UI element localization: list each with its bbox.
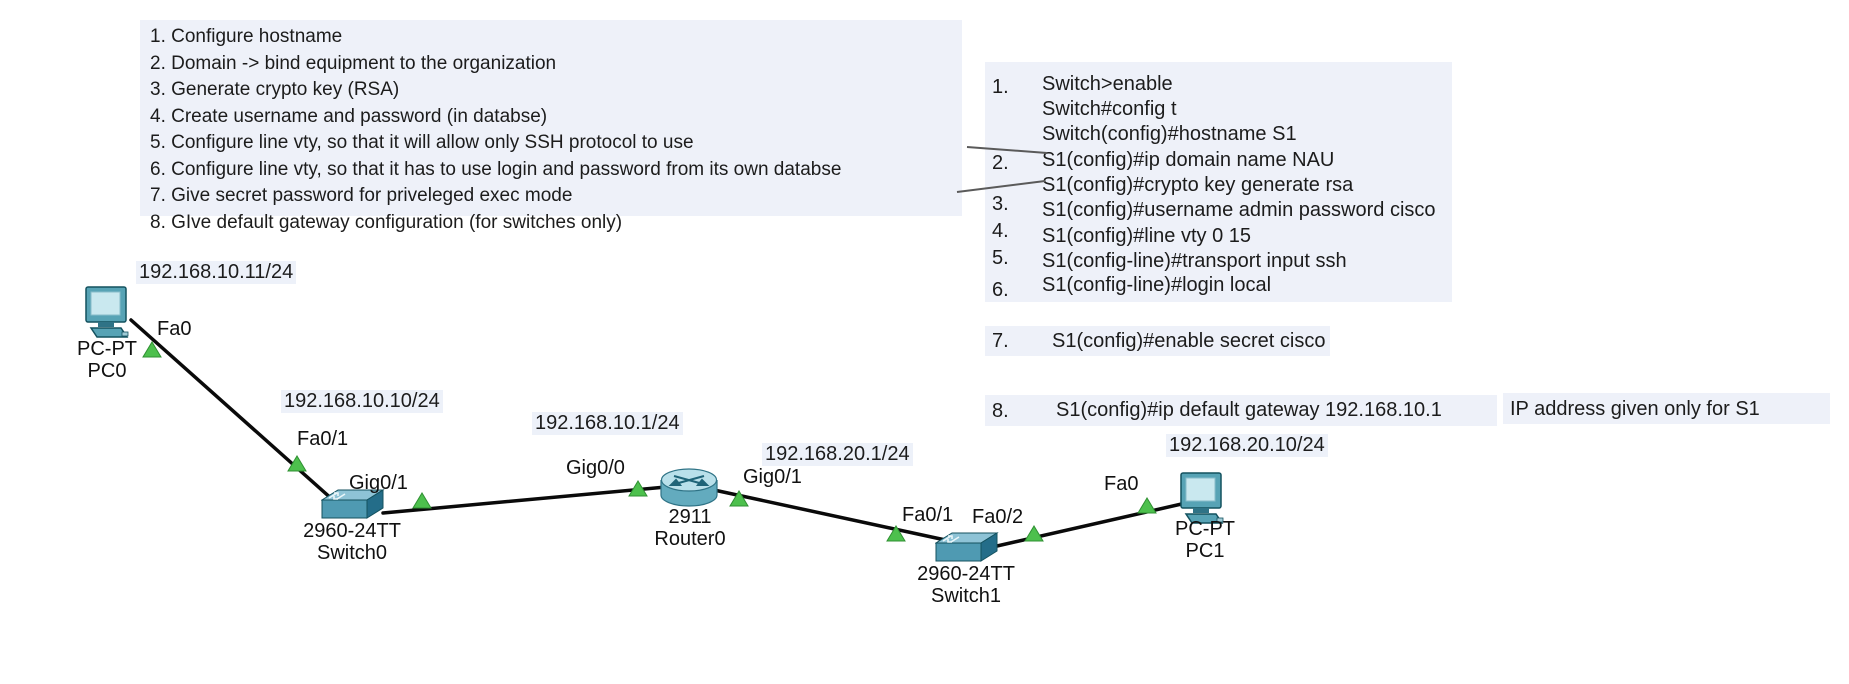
router0-name-label: 2911 Router0	[620, 506, 760, 550]
cli-command-line-vty: S1(config)#line vty 0 15	[1042, 225, 1252, 247]
instruction-item-6: 6. Configure line vty, so that it has to…	[150, 158, 842, 180]
instruction-item-1: 1. Configure hostname	[150, 26, 343, 47]
pc1-device[interactable]	[1179, 472, 1225, 528]
cli-step-number-1: 1.	[992, 76, 1009, 98]
cli-command-username: S1(config)#username admin password cisco	[1042, 199, 1436, 221]
switch1-port-fa01-label: Fa0/1	[902, 504, 954, 526]
router0-model-text: 2911	[668, 506, 712, 528]
cli-step-number-7: 7.	[992, 330, 1009, 352]
port-up-arrow-switch1-fa01	[886, 525, 906, 542]
pc-icon	[85, 286, 129, 338]
cli-command-config-t: Switch#config t	[1042, 98, 1177, 120]
cli-command-enable-secret: S1(config)#enable secret cisco	[1052, 330, 1326, 352]
cli-note-background-ip-note	[1503, 393, 1830, 424]
switch1-device[interactable]	[935, 530, 999, 563]
pc0-ip-label: 192.168.10.11/24	[136, 261, 297, 284]
switch0-ip-label: 192.168.10.10/24	[281, 390, 443, 413]
cable-switch1-pc1[interactable]	[995, 501, 1188, 548]
switch0-port-fa01-label: Fa0/1	[297, 428, 349, 450]
router0-port-gig00-label: Gig0/0	[566, 457, 625, 479]
cli-step-number-8: 8.	[992, 400, 1009, 422]
pc1-name-label: PC-PT PC1	[1161, 518, 1249, 562]
port-up-arrow-router0-gig00	[628, 480, 648, 497]
port-up-arrow-router0-gig01	[729, 490, 749, 507]
cli-command-transport-input: S1(config-line)#transport input ssh	[1042, 250, 1347, 272]
cli-note-background-step-8	[985, 395, 1497, 426]
instruction-item-4: 4. Create username and password (in data…	[150, 105, 548, 127]
switch1-name-text: Switch1	[930, 585, 1002, 607]
instruction-item-3: 3. Generate crypto key (RSA)	[150, 79, 400, 100]
cli-command-crypto-key: S1(config)#crypto key generate rsa	[1042, 174, 1354, 196]
switch1-model-text: 2960-24TT	[917, 563, 1015, 585]
router0-name-text: Router0	[654, 528, 726, 550]
router0-right-ip-label: 192.168.20.1/24	[762, 443, 913, 466]
switch0-name-text: Switch0	[316, 542, 388, 564]
pc-icon	[1180, 472, 1224, 524]
cli-step-number-3: 3.	[992, 193, 1009, 215]
cli-ip-note: IP address given only for S1	[1510, 398, 1760, 420]
pc0-type-text: PC-PT	[77, 338, 137, 360]
instruction-item-7: 7. Give secret password for priveleged e…	[150, 185, 573, 206]
cli-step-number-4: 4.	[992, 220, 1009, 242]
router0-left-ip-label: 192.168.10.1/24	[532, 412, 683, 435]
cli-command-login-local: S1(config-line)#login local	[1042, 274, 1272, 296]
switch1-name-label: 2960-24TT Switch1	[896, 563, 1036, 607]
switch0-name-label: 2960-24TT Switch0	[282, 520, 422, 564]
cable-pc0-switch0[interactable]	[129, 318, 344, 510]
port-up-arrow-switch0-fa01	[287, 455, 307, 472]
pc0-port-label: Fa0	[157, 318, 192, 340]
switch0-port-gig01-label: Gig0/1	[349, 472, 408, 494]
switch0-model-text: 2960-24TT	[303, 520, 401, 542]
cli-note-background-step-7	[985, 326, 1330, 356]
cli-command-ip-domain: S1(config)#ip domain name NAU	[1042, 149, 1335, 171]
switch-icon	[935, 532, 999, 562]
switch1-port-fa02-label: Fa0/2	[972, 506, 1024, 528]
port-up-arrow-switch1-fa02	[1024, 525, 1044, 542]
port-up-arrow-pc1-fa0	[1137, 497, 1157, 514]
pc0-device[interactable]	[84, 286, 130, 342]
pc1-name-text: PC1	[1185, 540, 1225, 562]
cli-command-default-gateway: S1(config)#ip default gateway 192.168.10…	[1056, 399, 1442, 421]
pc1-ip-label: 192.168.20.10/24	[1166, 434, 1328, 457]
switch0-device[interactable]	[321, 487, 385, 520]
cli-step-number-2: 2.	[992, 152, 1009, 174]
router0-port-gig01-label: Gig0/1	[743, 466, 802, 488]
pc0-name-text: PC0	[87, 360, 127, 382]
cli-note-background-steps-1-6	[985, 62, 1452, 302]
instructions-list: 1. Configure hostname 2. Domain -> bind …	[150, 24, 841, 236]
instruction-item-2: 2. Domain -> bind equipment to the organ…	[150, 52, 557, 74]
cli-step-number-6: 6.	[992, 279, 1009, 301]
pc1-type-text: PC-PT	[1175, 518, 1235, 540]
router0-device[interactable]	[660, 467, 718, 510]
cli-command-hostname: Switch(config)#hostname S1	[1042, 123, 1297, 145]
pc0-name-label: PC-PT PC0	[63, 338, 151, 382]
instructions-note-background	[140, 20, 962, 216]
pc1-port-label: Fa0	[1104, 473, 1139, 495]
instruction-item-8: 8. GIve default gateway configuration (f…	[150, 211, 623, 233]
instruction-item-5: 5. Configure line vty, so that it will a…	[150, 132, 694, 153]
port-up-arrow-switch0-gig01	[412, 492, 432, 509]
cli-step-number-5: 5.	[992, 247, 1009, 269]
cli-command-enable: Switch>enable	[1042, 73, 1173, 95]
switch-icon	[321, 489, 385, 519]
router-icon	[660, 468, 718, 507]
